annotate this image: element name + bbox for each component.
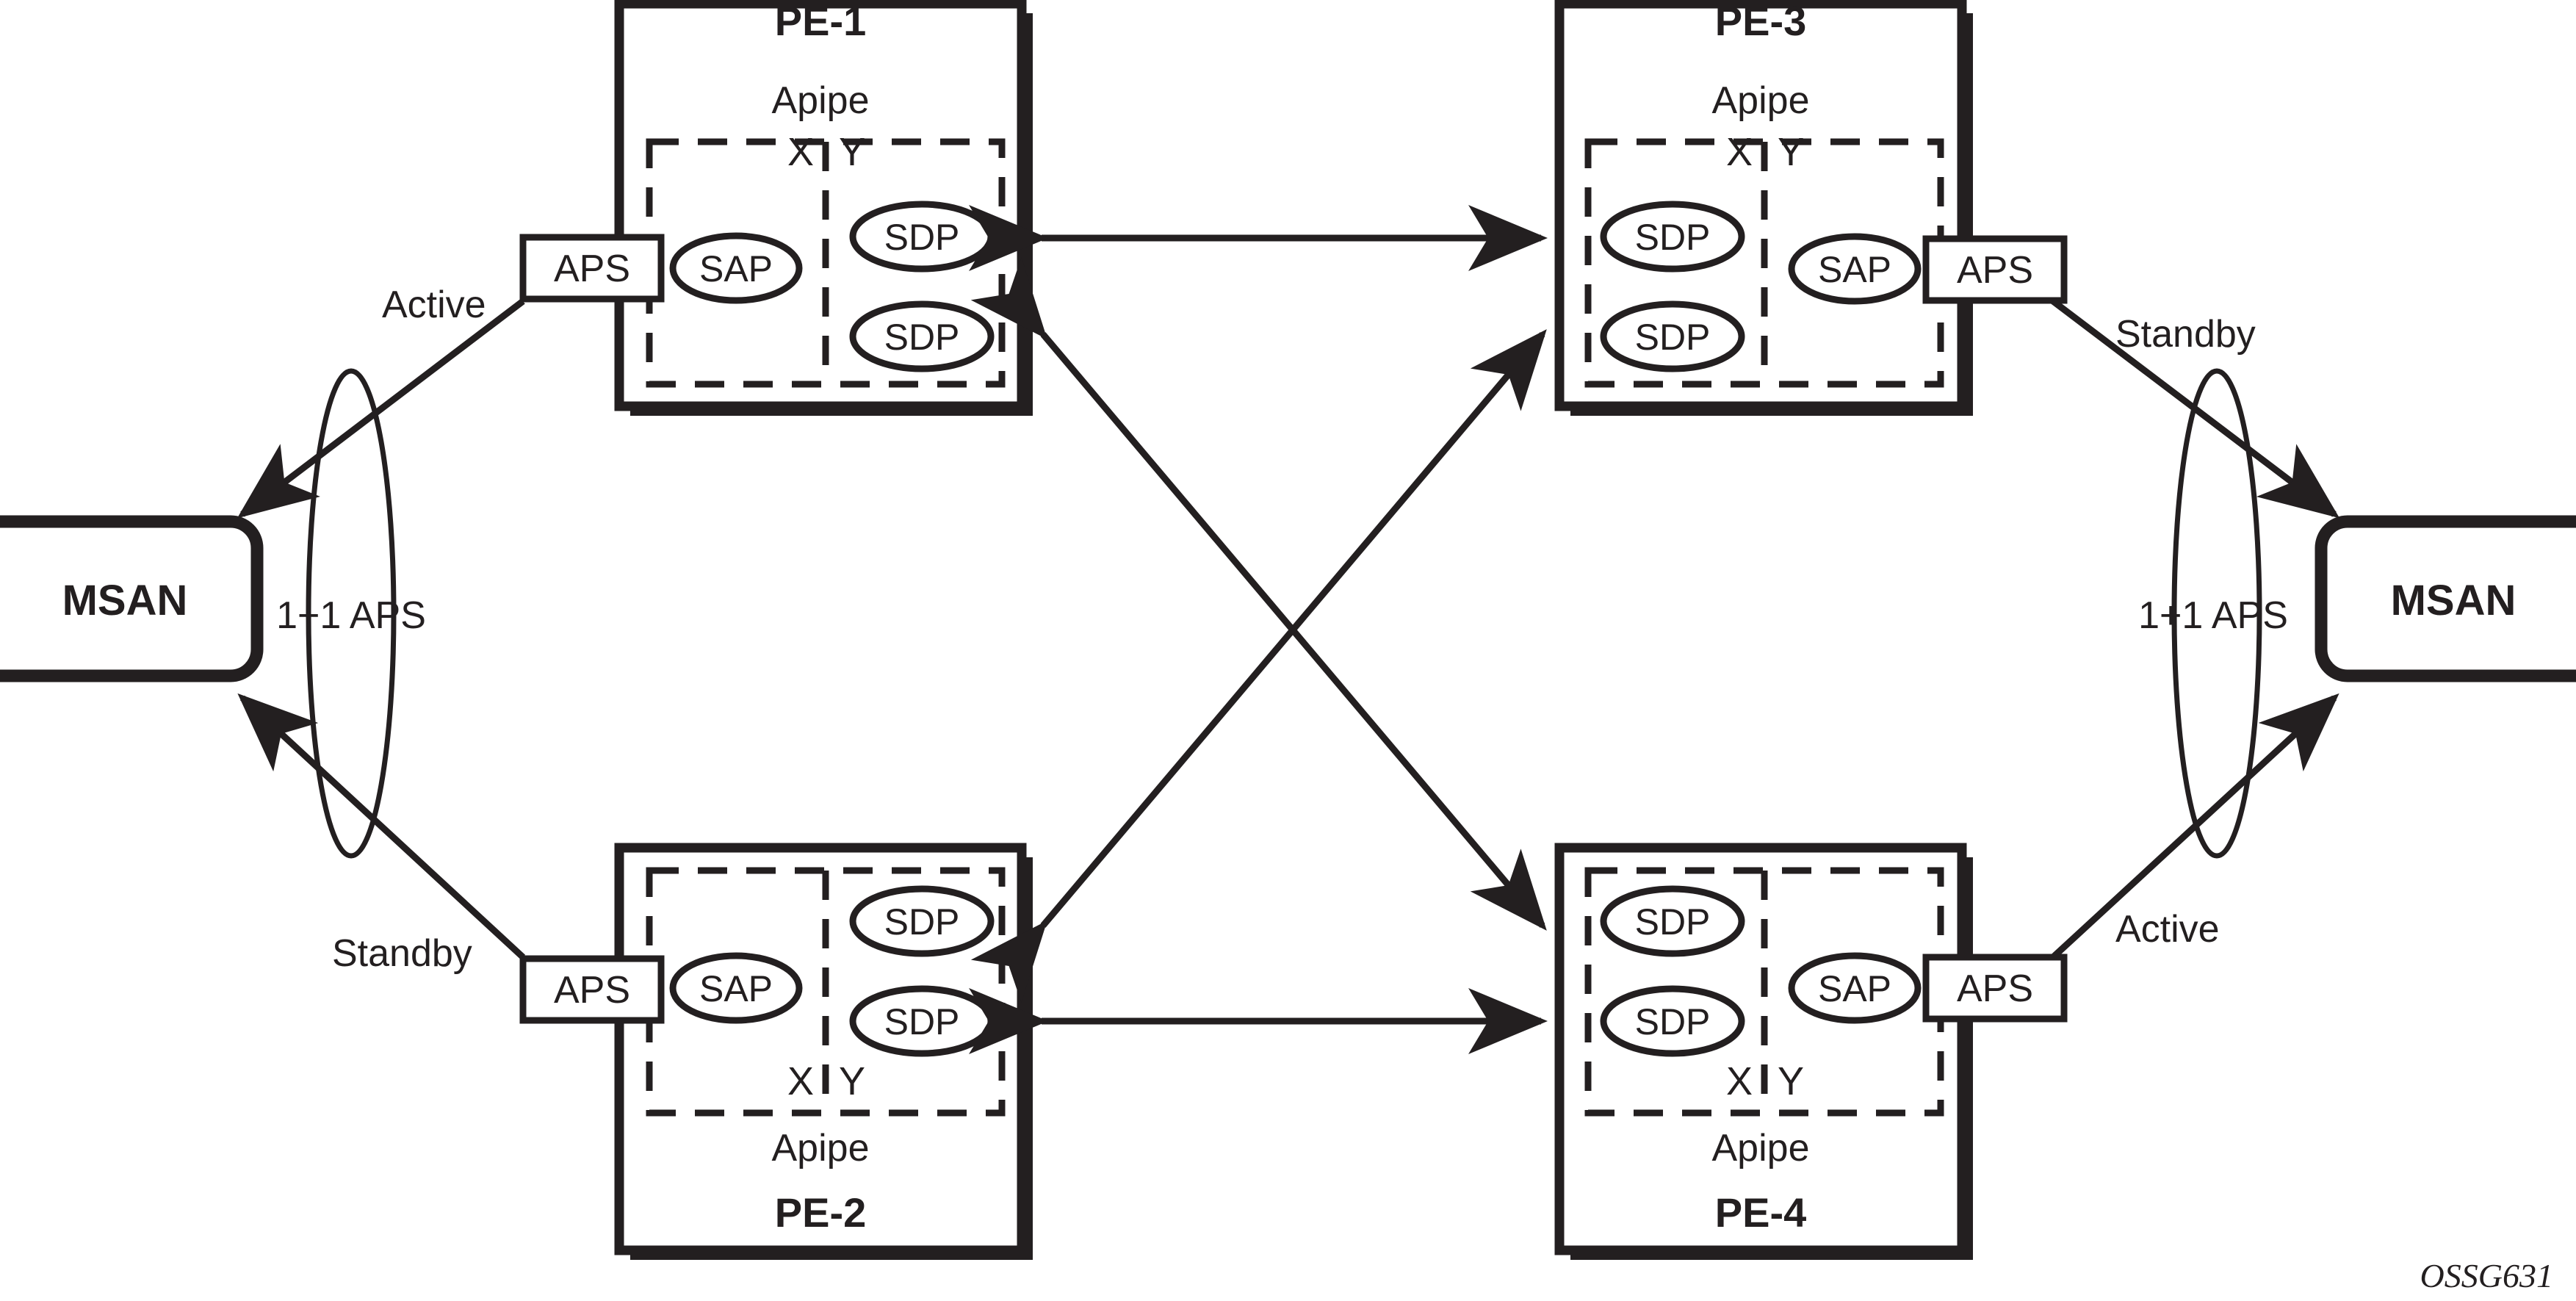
pe1-sdp-label-1: SDP [884,217,960,258]
pe1-sap-label: SAP [699,248,773,289]
node-pe1[interactable]: PE-1 Apipe X Y SAP SDP SDP APS [519,0,1033,416]
pe2-outer-box [614,843,1027,1255]
pe2-service-label: Apipe [772,1127,870,1170]
node-pe3[interactable]: PE-3 Apipe X Y SDP SDP SAP APS [1554,0,2068,416]
pe1-aps-box[interactable] [519,234,665,303]
state-label-right-bottom: Active [2115,908,2220,951]
pe2-y-label: Y [839,1059,865,1103]
leg-pe4-to-msan-right[interactable] [2050,693,2339,960]
link-pe2-pe3[interactable] [970,329,1547,1003]
pe2-title: PE-2 [775,1189,867,1236]
msan-left-label: MSAN [62,577,188,624]
pe4-aps-label: APS [1957,967,2033,1010]
leg-pe2-to-msan-left[interactable] [237,693,526,960]
pe1-sap-ellipse[interactable] [669,232,803,304]
pe3-sdp-ellipse-2[interactable] [1600,300,1745,372]
aps-group-left: 1+1 APS [276,368,426,859]
aps-group-right-label: 1+1 APS [2138,594,2288,637]
pe4-aps-box[interactable] [1922,954,2068,1023]
state-label-left-top: Active [382,284,486,326]
pe4-sdp-label-1: SDP [1635,901,1711,943]
pe2-sap-ellipse[interactable] [669,952,803,1024]
node-pe4[interactable]: X Y SDP SDP SAP Apipe PE-4 APS [1554,843,2068,1260]
pe4-title: PE-4 [1715,1189,1807,1236]
pe3-service-label: Apipe [1712,79,1810,122]
msan-left-box [0,515,264,682]
pe2-sdp-label-2: SDP [884,1001,960,1042]
msan-right-label: MSAN [2391,577,2517,624]
state-label-right-top: Standby [2115,313,2256,356]
aps-group-right: 1+1 APS [2138,368,2288,859]
leg-pe1-to-msan-left[interactable] [237,298,525,519]
pe3-sdp-ellipse-1[interactable] [1600,201,1745,273]
leg-pe3-to-msan-right[interactable] [2051,298,2340,519]
pe3-sap-label: SAP [1818,249,1891,290]
figure-code-label: OSSG631 [2420,1257,2553,1294]
pe4-service-label: Apipe [1712,1127,1810,1170]
aps-group-left-label: 1+1 APS [276,594,426,637]
pe2-x-label: X [787,1059,814,1103]
pe4-sap-label: SAP [1818,968,1891,1009]
pe4-service-container [1584,867,1944,1117]
pe-interconnect-links [969,205,1548,1054]
pe4-x-label: X [1726,1059,1753,1103]
pe1-x-label: X [787,130,814,174]
pe2-sap-label: SAP [699,968,773,1009]
aps-group-right-ellipse [2171,368,2262,859]
aps-group-left-ellipse [306,368,397,859]
pe2-aps-label: APS [554,969,630,1012]
pe1-y-label: Y [839,130,865,174]
pe1-aps-label: APS [554,248,630,290]
msan-left-legs [237,298,526,960]
pe3-title: PE-3 [1715,0,1807,44]
msan-right-legs [2050,298,2340,960]
pe4-sdp-ellipse-1[interactable] [1600,885,1745,957]
msan-right-box [2315,515,2576,682]
state-label-left-bottom: Standby [332,932,472,975]
node-msan-right[interactable]: MSAN [2315,515,2576,682]
pe3-service-container [1584,138,1944,388]
pe1-sdp-label-2: SDP [884,317,960,358]
pe2-sdp-label-1: SDP [884,901,960,943]
pe2-aps-box[interactable] [519,955,665,1024]
pe4-sap-ellipse[interactable] [1788,952,1922,1024]
pe3-sap-ellipse[interactable] [1788,233,1922,305]
node-pe2[interactable]: X Y SAP SDP SDP Apipe PE-2 APS [519,843,1033,1260]
pe3-x-label: X [1726,130,1753,174]
pe3-sdp-label-1: SDP [1635,217,1711,258]
pe3-sdp-label-2: SDP [1635,317,1711,358]
pe4-sdp-label-2: SDP [1635,1001,1711,1042]
pe4-sdp-ellipse-2[interactable] [1600,985,1745,1057]
node-msan-left[interactable]: MSAN [0,515,264,682]
pe1-title: PE-1 [775,0,867,44]
pe3-aps-box[interactable] [1922,235,2068,304]
pe3-y-label: Y [1778,130,1804,174]
pe4-y-label: Y [1778,1059,1804,1103]
pe3-aps-label: APS [1957,249,2033,292]
pe1-service-label: Apipe [772,79,870,122]
